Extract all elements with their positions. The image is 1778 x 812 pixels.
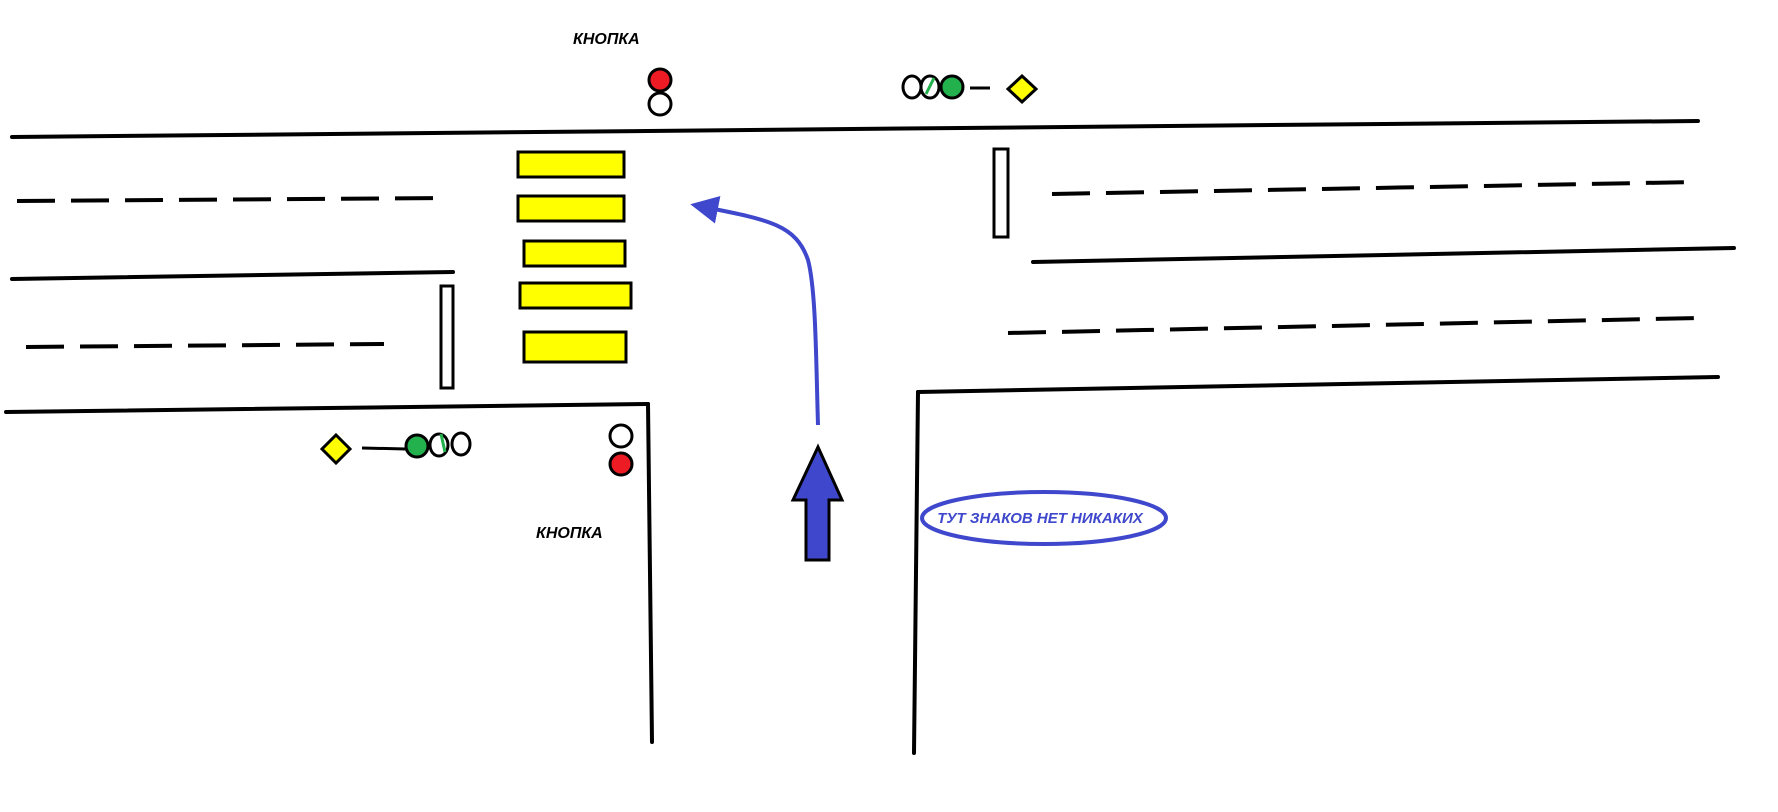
- signal-red-lamp: [647, 67, 673, 93]
- signal-off-lamp: [450, 431, 472, 457]
- signal-green-lamp: [939, 74, 965, 100]
- button-label-top: КНОПКА: [573, 31, 640, 48]
- crosswalk-stripe: [516, 194, 626, 223]
- signal-off-lamp: [428, 432, 450, 458]
- signal-off-lamp: [647, 91, 673, 117]
- diamond-sign-icon: [319, 432, 353, 466]
- green-arrow-section-icon: [439, 433, 447, 453]
- crosswalk-stripe: [522, 239, 627, 268]
- road-edge-side-street-right: [912, 390, 920, 755]
- pedestrian-traffic-light-bottom: [608, 423, 634, 477]
- road-edge-top: [10, 119, 1700, 139]
- road-edges: [4, 119, 1736, 755]
- dashed-lane-right-lower: [1007, 316, 1698, 335]
- left-turn-path-icon: [690, 195, 820, 426]
- no-signs-note: ТУТ ЗНАКОВ НЕТ НИКАКИХ: [937, 510, 1143, 527]
- dashed-lane-lines: [16, 180, 1698, 349]
- stop-line-right: [992, 147, 1010, 239]
- traffic-light-top-right: [901, 73, 1039, 105]
- crosswalk: [516, 150, 633, 364]
- road-edge-bottom-left: [4, 402, 650, 414]
- lane-line-left-solid: [10, 270, 455, 281]
- crosswalk-stripe: [522, 330, 628, 364]
- road-edge-bottom-right: [916, 375, 1720, 394]
- diamond-sign-icon: [1005, 73, 1039, 105]
- signal-off-lamp: [901, 74, 923, 100]
- lane-line-right-solid: [1031, 246, 1736, 264]
- signal-off-lamp: [608, 423, 634, 449]
- traffic-light-bottom-left: [319, 431, 472, 466]
- dashed-lane-right-upper: [1051, 180, 1696, 196]
- signal-green-lamp: [404, 433, 430, 459]
- note-ellipse: [920, 490, 1168, 546]
- signal-red-lamp: [608, 451, 634, 477]
- crosswalk-stripe: [516, 150, 626, 179]
- green-arrow-section-icon: [924, 77, 936, 95]
- crosswalk-stripe: [518, 281, 633, 310]
- pedestrian-traffic-light-top: [647, 67, 673, 117]
- dashed-lane-left-upper: [16, 196, 448, 203]
- button-label-bottom: КНОПКА: [536, 525, 603, 542]
- sign-post: [361, 446, 407, 451]
- arrow-up-icon: [790, 443, 845, 562]
- stop-line-left: [439, 284, 455, 390]
- dashed-lane-left-lower: [25, 342, 385, 349]
- road-edge-side-street-left: [646, 402, 654, 744]
